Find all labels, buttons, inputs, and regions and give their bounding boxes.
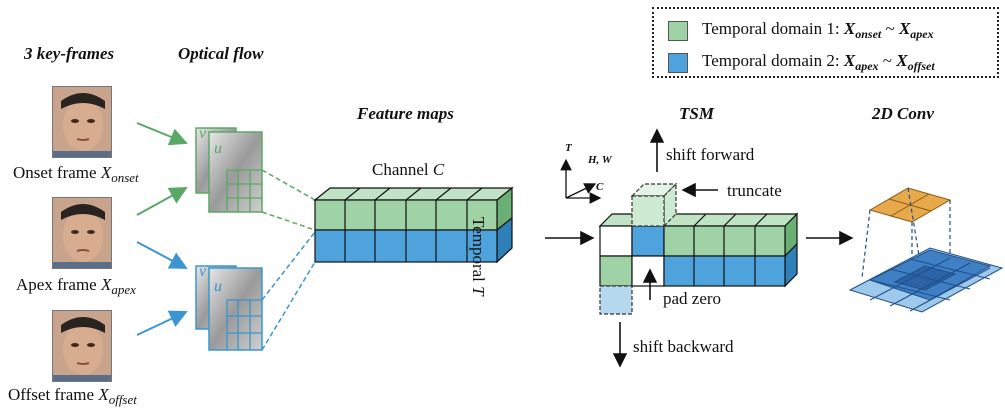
axis-c-label: C (596, 181, 604, 193)
conv2d-title: 2D Conv (872, 104, 934, 123)
arrow-apex-to-flow-1 (136, 187, 188, 216)
legend-swatch-blue (668, 53, 688, 73)
tsm-title: TSM (679, 104, 714, 123)
shift-backward-label: shift backward (633, 337, 734, 356)
feature-maps-title: Feature maps (357, 104, 454, 123)
arrow-onset-to-flow (136, 122, 188, 146)
conv-feature-map (848, 247, 1004, 313)
truncated-cube (630, 182, 678, 228)
optical-flow-title: Optical flow (178, 44, 264, 63)
axis-hw-label: H, W (588, 154, 612, 166)
arrow-offset-to-flow (136, 310, 188, 336)
shift-forward-label: shift forward (666, 145, 755, 164)
legend-label: Temporal domain 1: (702, 19, 844, 38)
tsm-block (598, 212, 799, 288)
axes-icon (560, 158, 602, 204)
conv-kernel (868, 187, 952, 223)
legend-swatch-green (668, 21, 688, 41)
truncate-label: truncate (727, 181, 782, 200)
optical-flow-2 (195, 265, 263, 351)
flow-v-label-2: v (199, 263, 207, 280)
offset-frame-label: Offset frame Xoffset (8, 385, 137, 407)
flow-v-label: v (199, 125, 207, 142)
flow-u-label: u (214, 140, 222, 157)
offset-face-image (52, 310, 112, 382)
feature-maps-block (313, 186, 514, 264)
legend-label: Temporal domain 2: (702, 51, 844, 70)
onset-frame-label: Onset frame Xonset (13, 163, 139, 185)
arrow-apex-to-flow-2 (136, 241, 188, 269)
shifted-cube (599, 285, 633, 315)
onset-face-image (52, 86, 112, 158)
keyframes-title: 3 key-frames (24, 44, 115, 63)
legend: Temporal domain 1: Xonset ~ Xapex Tempor… (652, 7, 999, 78)
optical-flow-1 (195, 127, 263, 213)
apex-frame-label: Apex frame Xapex (16, 275, 136, 297)
pad-zero-label: pad zero (663, 289, 722, 308)
temporal-label: Temporal T (469, 217, 488, 296)
apex-face-image (52, 197, 112, 269)
axis-t-label: T (565, 142, 572, 154)
channel-label: Channel C (372, 160, 445, 179)
flow-u-label-2: u (214, 278, 222, 295)
